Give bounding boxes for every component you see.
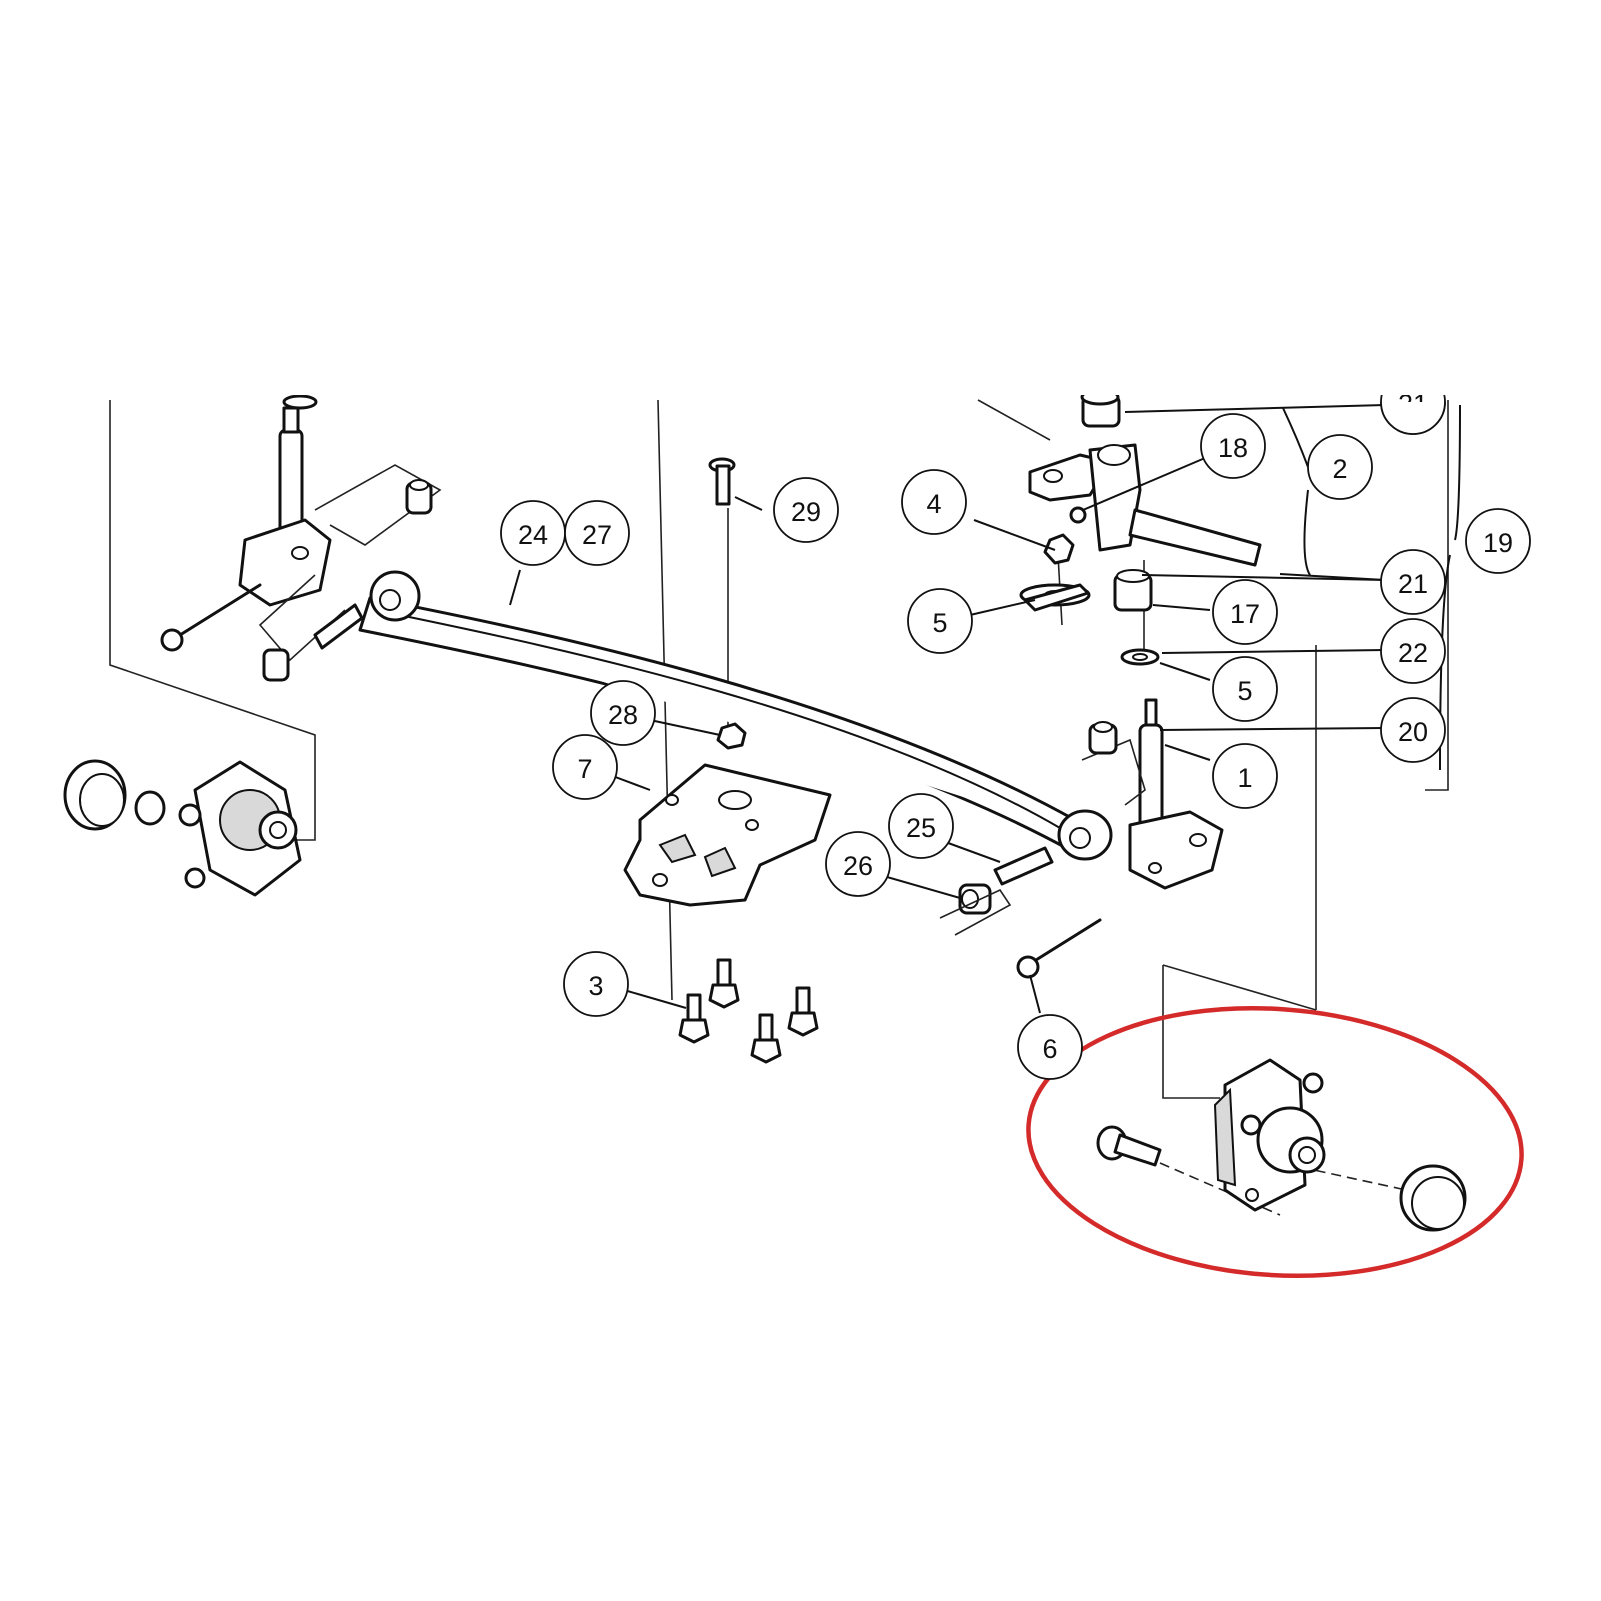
left-bushing: [405, 479, 433, 515]
callout-label: 22: [1398, 638, 1428, 668]
hub-dust-cap: [1399, 1164, 1467, 1232]
left-spindle-assembly: [160, 394, 442, 682]
callout-7: 7: [552, 734, 618, 800]
callout-18: 18: [1200, 413, 1266, 479]
callout-label: 5: [932, 608, 947, 638]
callout-24: 24: [500, 500, 566, 566]
callout-label: 24: [518, 520, 548, 550]
bolt-29: [708, 457, 736, 506]
mount-bracket-7: [623, 763, 832, 907]
callout-1: 1: [1212, 743, 1278, 809]
callout-29: 29: [773, 477, 839, 543]
callout-4: 4: [901, 469, 967, 535]
callout-21-top-visible: [1380, 401, 1446, 435]
callout-19: 19: [1465, 508, 1531, 574]
left-pin: [313, 603, 364, 650]
right-hub-assembly: [1096, 1058, 1467, 1232]
callout-28: 28: [590, 680, 656, 746]
callout-27: 27: [564, 500, 630, 566]
callout-5-right: 5: [1212, 656, 1278, 722]
upper-nut: [1043, 533, 1075, 565]
callout-21: 21: [1380, 549, 1446, 615]
callout-label: 6: [1042, 1034, 1057, 1064]
callout-label: 1: [1237, 763, 1252, 793]
callout-label: 5: [1237, 676, 1252, 706]
callout-6: 6: [1017, 1014, 1083, 1080]
leader-lines: [509, 404, 1461, 1014]
spring-front-eye: [369, 570, 421, 622]
callout-25: 25: [888, 793, 954, 859]
highlight-ring: [1026, 1005, 1524, 1279]
callout-label: 28: [608, 700, 638, 730]
spacer-22: [1120, 648, 1160, 666]
left-bolt: [160, 583, 262, 652]
grease-fitting: [1069, 506, 1087, 524]
callout-label: 21: [1398, 569, 1428, 599]
callout-label: 25: [906, 813, 936, 843]
spring-rear-eye: [1057, 809, 1113, 861]
top-blank-area: [0, 0, 1601, 395]
left-hub-assembly: [63, 759, 302, 897]
callout-label: 19: [1483, 528, 1513, 558]
callout-3: 3: [563, 951, 629, 1017]
nut-28: [716, 722, 747, 750]
right-lower-spindle: [1081, 698, 1224, 890]
callout-26: 26: [825, 831, 891, 897]
callout-label: 3: [588, 971, 603, 1001]
spring-pin-25: [993, 846, 1054, 886]
callout-label: 20: [1398, 717, 1428, 747]
bottom-blank-area: [0, 1290, 1601, 1601]
upper-bushing-17: [1113, 569, 1153, 612]
callout-label: 18: [1218, 433, 1248, 463]
left-bushing-lower: [262, 648, 290, 682]
callout-5-left: 5: [907, 588, 973, 654]
callout-label: 17: [1230, 599, 1260, 629]
callout-label: 26: [843, 851, 873, 881]
screws-3: [678, 958, 819, 1064]
callout-label: 7: [577, 754, 592, 784]
bushing-26: [958, 883, 992, 915]
hub-bolt: [1096, 1125, 1162, 1167]
callout-label: 29: [791, 497, 821, 527]
bolt-6: [1016, 918, 1102, 979]
callout-2: 2: [1307, 434, 1373, 500]
lock-plate-5: [1023, 583, 1090, 612]
callout-20: 20: [1380, 697, 1446, 763]
callout-label: 2: [1332, 454, 1347, 484]
callout-label: 4: [926, 489, 941, 519]
callout-label: 27: [582, 520, 612, 550]
leaf-spring: [358, 570, 1113, 861]
callout-22: 22: [1380, 618, 1446, 684]
right-bushing-upper: [1088, 721, 1118, 755]
callout-17: 17: [1212, 579, 1278, 645]
